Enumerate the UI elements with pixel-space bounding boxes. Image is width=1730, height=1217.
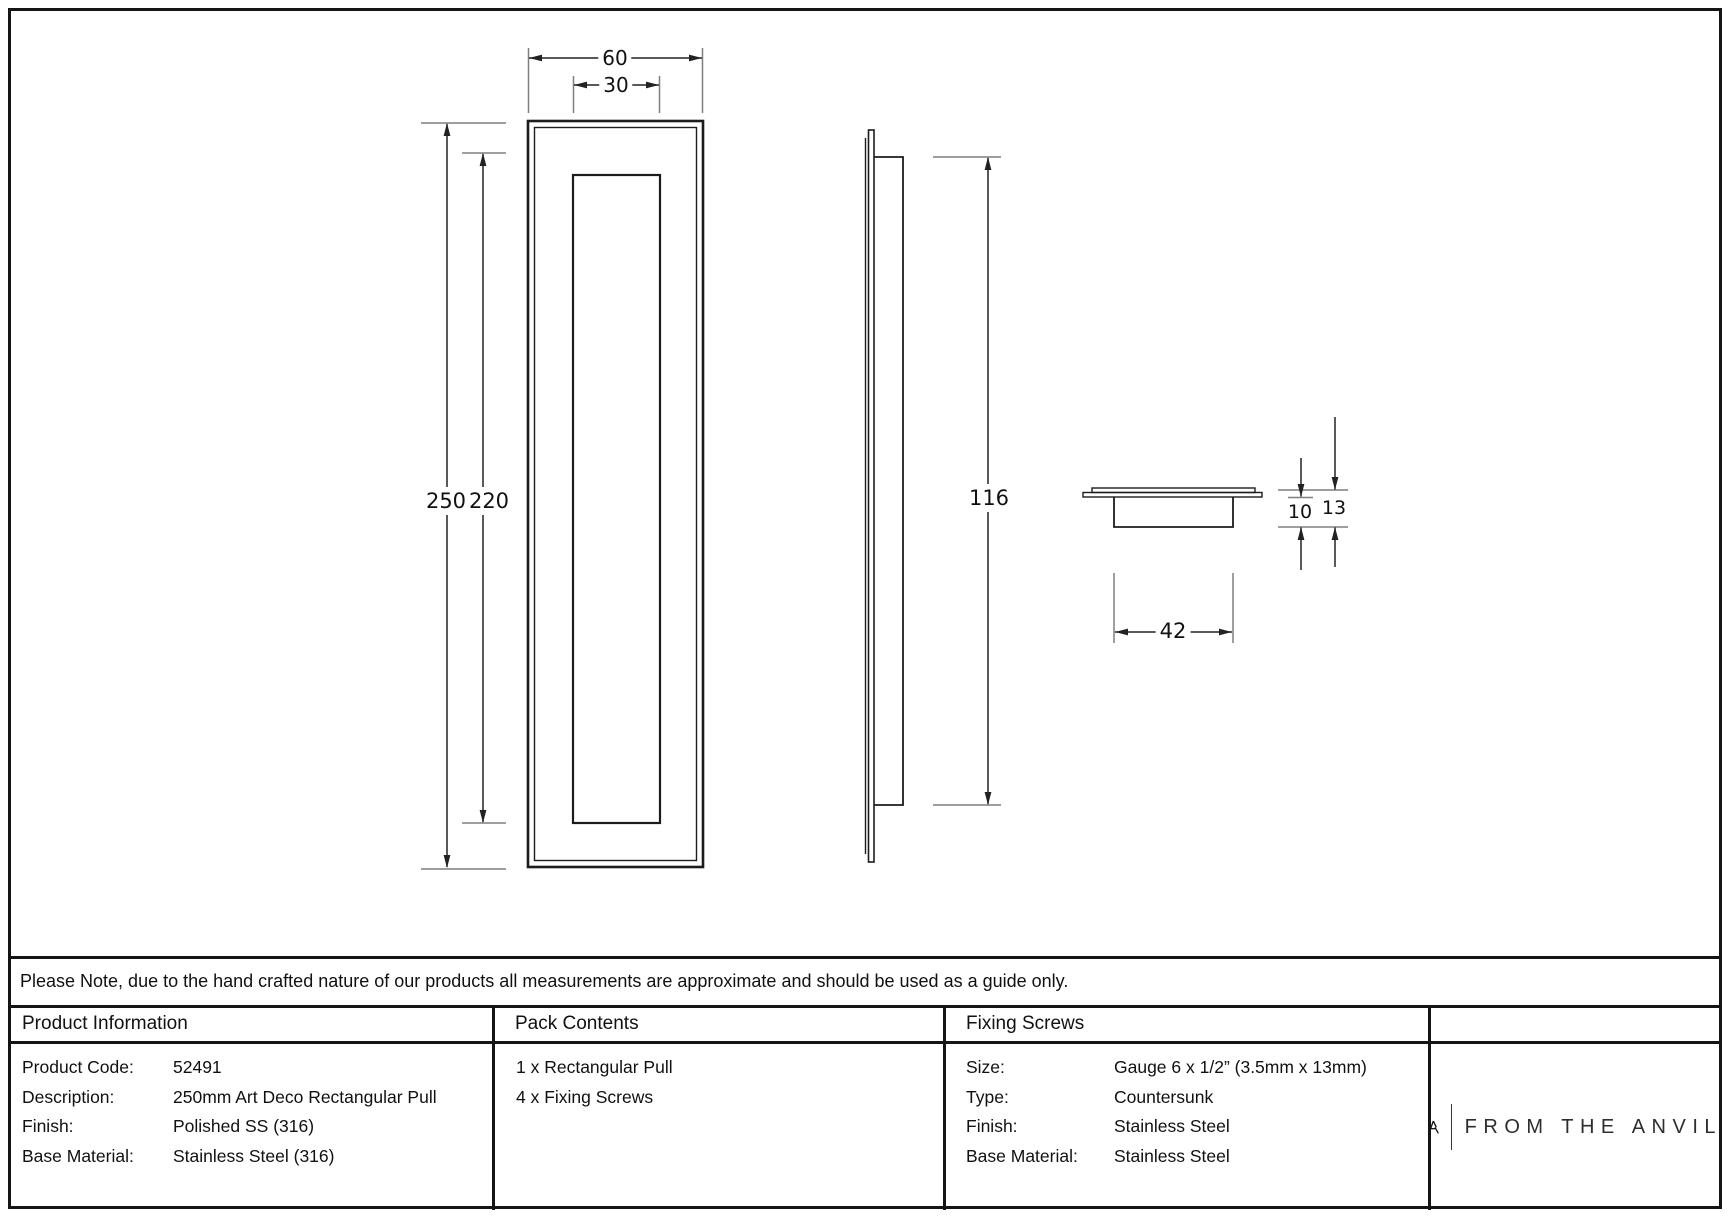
brand-logo: FROM THE ANVIL — [1428, 1044, 1722, 1210]
dim-cup-width: 42 — [1155, 617, 1191, 645]
dim-front-inner-height: 220 — [464, 487, 514, 515]
row-label: Type: — [966, 1086, 1009, 1107]
front-view — [526, 119, 705, 869]
row-label: Finish: — [22, 1116, 74, 1137]
dim-side-height: 116 — [964, 484, 1014, 512]
brand-separator — [1451, 1104, 1452, 1150]
top-flange — [1082, 491, 1263, 498]
dim-front-outer-width: 60 — [598, 44, 632, 72]
row-value: Stainless Steel — [1114, 1145, 1230, 1166]
row-value: Countersunk — [1114, 1086, 1214, 1107]
side-backplate — [867, 129, 875, 863]
dim-cup-depth: 10 — [1285, 500, 1315, 524]
divider-product-pack — [492, 1005, 495, 1210]
top-cup — [1113, 497, 1234, 528]
side-cup — [874, 156, 904, 806]
row-label: Description: — [22, 1086, 115, 1107]
row-label: Base Material: — [22, 1145, 134, 1166]
measurement-note: Please Note, due to the hand crafted nat… — [20, 971, 1069, 991]
side-view — [864, 129, 904, 863]
note-top-rule — [8, 956, 1722, 959]
row-label: Product Code: — [22, 1057, 134, 1078]
header-top-rule — [8, 1005, 1722, 1008]
product-information-header: Product Information — [22, 1013, 188, 1034]
row-value: 250mm Art Deco Rectangular Pull — [173, 1086, 437, 1107]
front-mid-rect — [533, 126, 698, 862]
row-value: Polished SS (316) — [173, 1116, 315, 1137]
pack-contents-list: 1 x Rectangular Pull 4 x Fixing Screws — [516, 1053, 673, 1112]
divider-fixing-brand — [1428, 1005, 1431, 1210]
divider-pack-fixing — [943, 1005, 946, 1210]
row-label: Finish: — [966, 1116, 1018, 1137]
row-value: 52491 — [173, 1057, 222, 1078]
pack-item: 1 x Rectangular Pull — [516, 1057, 673, 1078]
product-information-table: Product Code: 52491 Description: 250mm A… — [22, 1053, 437, 1171]
row-value: Stainless Steel — [1114, 1116, 1230, 1137]
header-bottom-rule — [8, 1041, 1722, 1044]
fixing-screws-table: Size: Gauge 6 x 1/2” (3.5mm x 13mm) Type… — [966, 1053, 1367, 1171]
anvil-a-icon — [1428, 1120, 1439, 1134]
front-outer-rect — [526, 119, 705, 869]
row-label: Size: — [966, 1057, 1005, 1078]
extension-lines — [421, 48, 1348, 870]
front-recess-rect — [571, 173, 662, 825]
row-value: Stainless Steel (316) — [173, 1145, 335, 1166]
row-value: Gauge 6 x 1/2” (3.5mm x 13mm) — [1114, 1057, 1367, 1078]
dim-front-outer-height: 250 — [421, 487, 471, 515]
pack-item: 4 x Fixing Screws — [516, 1086, 654, 1107]
dim-total-depth: 13 — [1319, 496, 1349, 520]
row-label: Base Material: — [966, 1145, 1078, 1166]
brand-name: FROM THE ANVIL — [1464, 1115, 1722, 1138]
top-view — [1082, 487, 1263, 528]
dim-front-inner-width: 30 — [599, 71, 633, 99]
pack-contents-header: Pack Contents — [515, 1013, 639, 1034]
sheet-border — [8, 8, 1722, 1209]
fixing-screws-header: Fixing Screws — [966, 1013, 1085, 1034]
